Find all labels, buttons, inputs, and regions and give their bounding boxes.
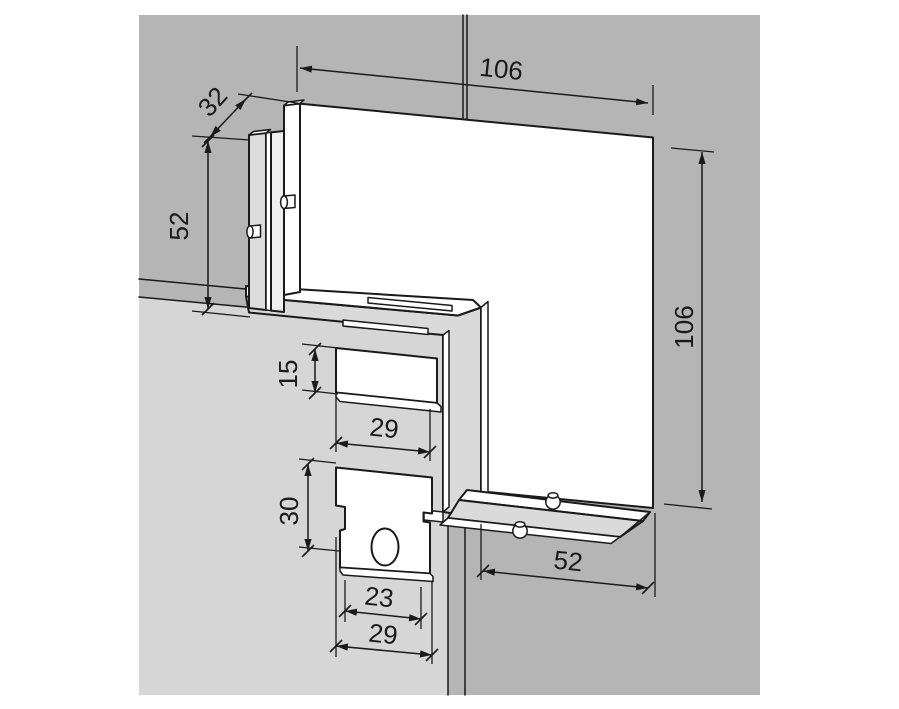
dim-label-base-outer-width: 29 [367,617,399,650]
corner-fitting-frame [245,285,489,523]
fitting-right-edge-face [480,300,489,518]
glazing-joint-line-upper [138,278,252,291]
glazing-joint-line-lower [138,296,252,309]
dimensions: 32 52 106 106 15 29 30 23 29 52 [164,46,715,664]
dim-label-insert-width: 29 [368,411,400,444]
dim-label-top-width: 106 [478,52,524,86]
mid-plate [270,130,285,313]
pin-clamp-lower [512,520,528,539]
clamp-bottom-lip [439,517,621,545]
dim-label-base-height: 30 [274,497,304,526]
dim-label-base-inner-width: 23 [363,580,395,613]
dimension-line-insert-29 [335,440,431,455]
clamp-right-edge [619,511,651,538]
dimension-line-base-29 [335,643,433,658]
dimension-line-bottom-52 [482,568,649,591]
fitting-slot-lower [342,319,429,336]
base-plate-oval-hole [370,527,400,567]
dimension-line-base-23 [344,608,422,622]
dim-label-bottom-length: 52 [552,544,584,577]
pin-back-plate [246,224,262,239]
bottom-clamp-arm [439,489,651,545]
fitting-slot-upper [367,296,453,312]
dimension-line-top-106 [299,65,649,106]
dim-label-insert-height: 15 [273,360,303,389]
insert-block [335,347,442,413]
pin-front-plate [279,194,296,210]
dim-label-side-plate-height: 52 [164,212,194,241]
dimension-line-depth-32 [209,98,247,138]
back-plate-top-face [248,128,272,136]
dim-label-right-height: 106 [669,305,699,348]
extension-lines [191,46,715,664]
fitting-inner-edge-face [442,329,450,513]
back-plate [248,132,267,311]
side-plates [246,99,305,313]
base-plate-face [335,466,433,575]
base-plate [335,466,434,583]
pin-clamp-upper [545,491,561,510]
base-plate-lip [339,566,434,583]
